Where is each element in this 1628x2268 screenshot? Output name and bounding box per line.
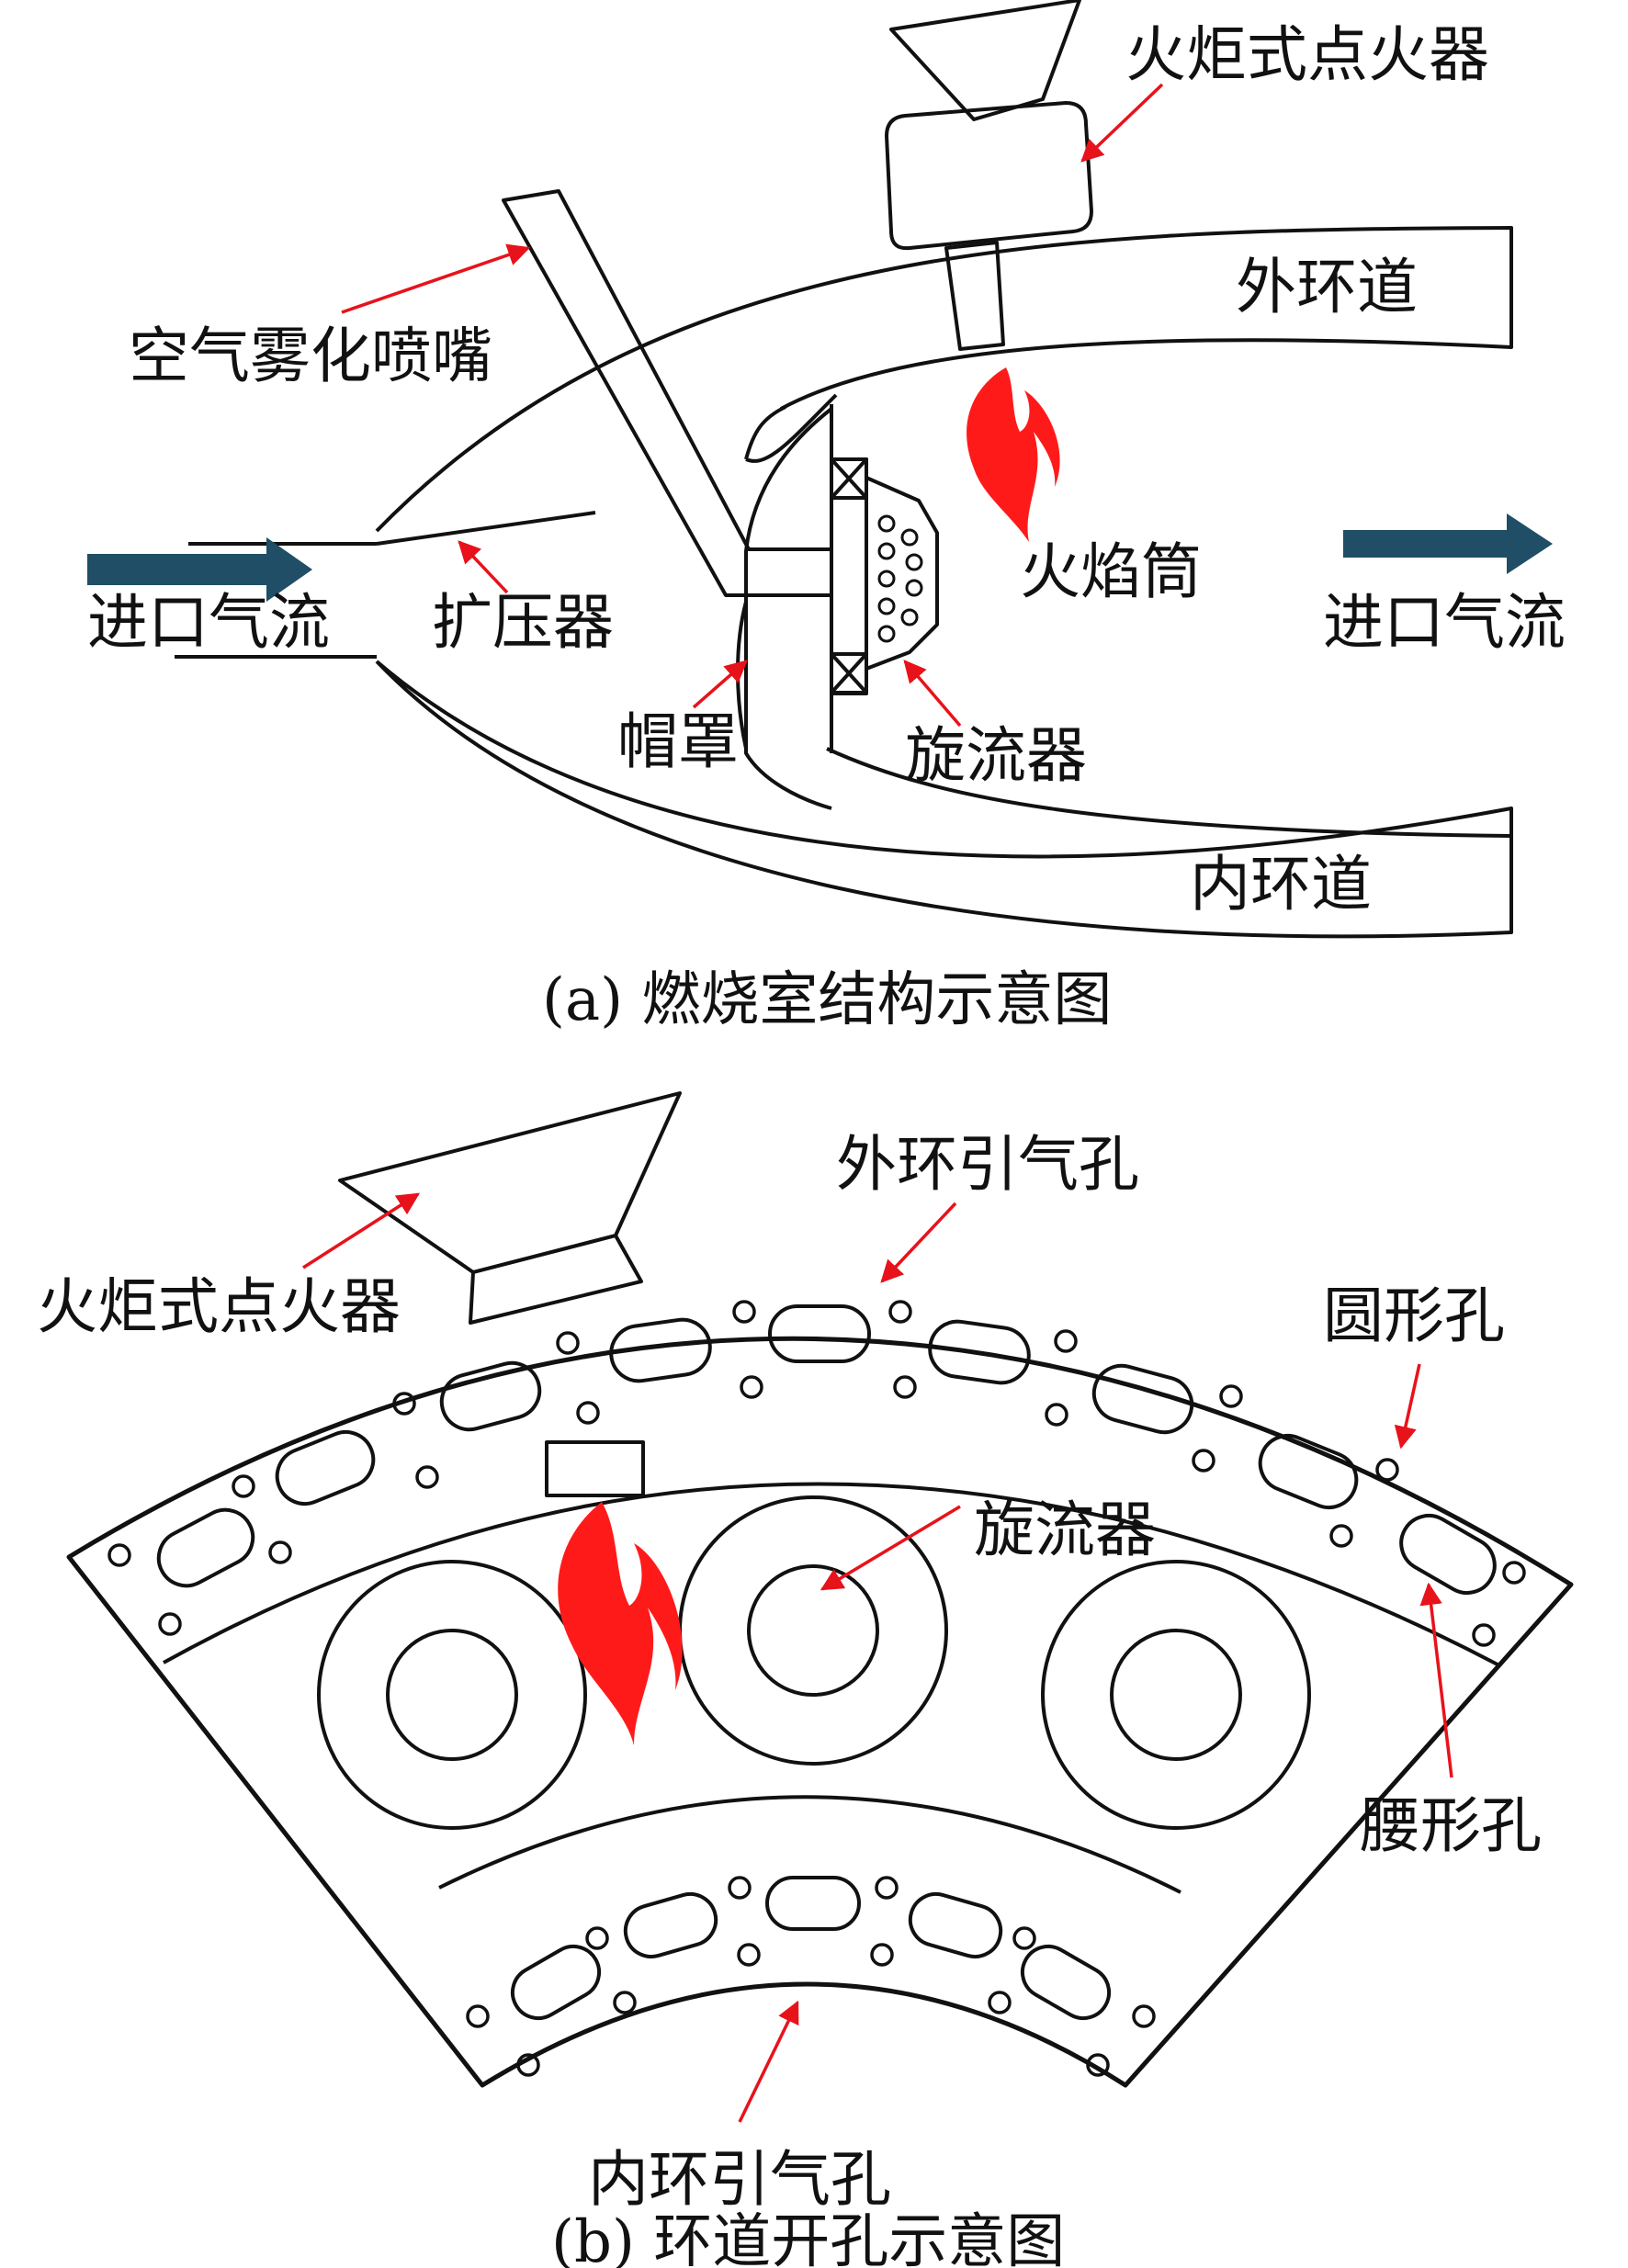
label-cap: 帽罩 bbox=[617, 706, 739, 777]
inner-annulus-outer-boundary bbox=[438, 1795, 1181, 1894]
label-inner-annulus: 内环道 bbox=[1190, 849, 1372, 920]
outer-waist-holes bbox=[156, 1304, 1497, 1595]
swirler-left-inner bbox=[386, 1629, 518, 1761]
flame-tube-outer-wall-b bbox=[745, 393, 838, 463]
label-round-hole: 圆形孔 bbox=[1323, 1281, 1505, 1351]
label-outer-annulus: 外环道 bbox=[1236, 252, 1418, 322]
panel-b bbox=[66, 1091, 1574, 2088]
swirler-center-inner bbox=[747, 1564, 879, 1697]
label-outer-bleed-holes: 外环引气孔 bbox=[836, 1129, 1139, 1200]
torch-igniter-funnel bbox=[889, 0, 1081, 121]
swirler-box-bottom-x bbox=[830, 652, 868, 694]
label-air-atomizing-nozzle: 空气雾化喷嘴 bbox=[129, 321, 492, 391]
label-waist-hole: 腰形孔 bbox=[1360, 1790, 1542, 1861]
torch-igniter-tube bbox=[944, 241, 1005, 351]
swirler-cone bbox=[865, 476, 939, 671]
flow-arrow-icon bbox=[1343, 513, 1553, 574]
swirler-box-top-x bbox=[830, 457, 868, 500]
label-flame-tube: 火焰筒 bbox=[1020, 536, 1202, 607]
outer-round-holes bbox=[107, 1300, 1526, 1647]
outer-annulus-inner-boundary bbox=[163, 1482, 1498, 1666]
torch-igniter-funnel-b bbox=[338, 1091, 682, 1274]
swirler-right-inner bbox=[1110, 1629, 1242, 1761]
label-swirler-a: 旋流器 bbox=[905, 720, 1087, 791]
swirler-left-outer bbox=[317, 1560, 587, 1830]
label-inlet-right: 进口气流 bbox=[1323, 587, 1566, 658]
flow-arrow-icon bbox=[87, 537, 312, 602]
label-inlet-left: 进口气流 bbox=[87, 587, 330, 658]
label-swirler-b: 旋流器 bbox=[974, 1495, 1156, 1565]
panel-a bbox=[175, 0, 1513, 939]
inner-round-holes bbox=[466, 1876, 1156, 2077]
sector-outline bbox=[66, 1336, 1574, 2088]
diffuser-upper-extension bbox=[376, 511, 596, 546]
swirler-holes bbox=[877, 514, 923, 643]
swirler-right-outer bbox=[1041, 1560, 1311, 1830]
flame-tube-outer-wall bbox=[744, 405, 786, 460]
leader-arrows-b bbox=[302, 1192, 1453, 2123]
torch-igniter-tube-b bbox=[545, 1440, 645, 1497]
outer-casing-wall bbox=[375, 226, 1513, 533]
label-torch-igniter-a: 火炬式点火器 bbox=[1125, 19, 1489, 90]
torch-igniter-body bbox=[885, 101, 1093, 251]
label-inner-bleed-holes: 内环引气孔 bbox=[588, 2144, 891, 2215]
inner-casing-wall bbox=[375, 660, 1513, 939]
caption-a: (a) 燃烧室结构示意图 bbox=[542, 966, 1112, 1034]
flame-tube-inner-wall bbox=[826, 747, 1512, 838]
flame-icon bbox=[967, 367, 1060, 542]
label-torch-igniter-b: 火炬式点火器 bbox=[37, 1271, 401, 1342]
leader-arrows-a bbox=[341, 83, 1164, 728]
torch-igniter-body-b bbox=[469, 1234, 643, 1325]
swirler-box-bottom bbox=[830, 652, 868, 694]
cap-dome bbox=[744, 407, 833, 810]
air-atomizing-nozzle bbox=[502, 189, 833, 597]
label-diffuser: 扩压器 bbox=[432, 587, 614, 658]
flame-icon bbox=[558, 1502, 683, 1745]
caption-b: (b) 环道开孔示意图 bbox=[551, 2208, 1065, 2268]
inner-waist-holes bbox=[510, 1876, 1112, 2020]
